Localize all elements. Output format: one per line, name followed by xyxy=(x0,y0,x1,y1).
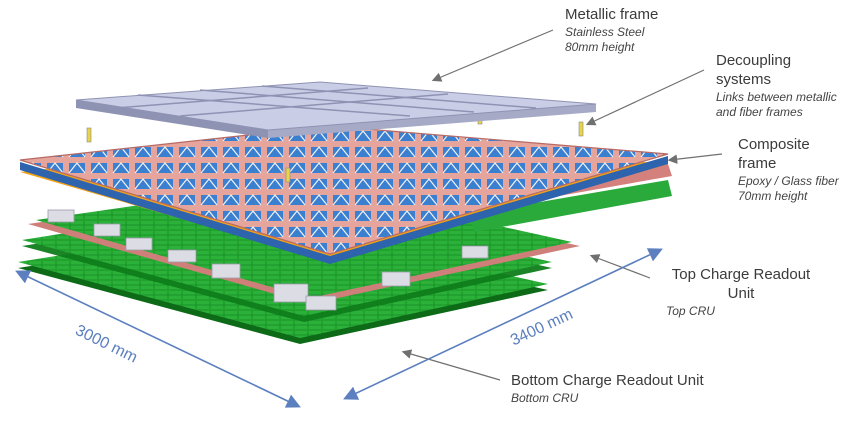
metallic-frame-grid xyxy=(115,85,537,117)
leader-metallic xyxy=(431,29,554,82)
top-cru-sub: Top CRU xyxy=(666,303,715,318)
decoupling-sub2: and fiber frames xyxy=(716,104,803,119)
composite-sub2: 70mm height xyxy=(738,188,808,203)
composite-sub1: Epoxy / Glass fiber xyxy=(738,173,839,188)
top-cru-title1: Top Charge Readout xyxy=(671,266,811,283)
decoupling-title2: systems xyxy=(716,70,772,88)
metallic-frame-side-right xyxy=(268,104,596,138)
leader-composite xyxy=(667,153,723,164)
decoupling-link xyxy=(578,121,584,137)
chip xyxy=(211,263,241,279)
metallic-frame-top xyxy=(75,81,597,131)
composite-frame-top xyxy=(19,125,669,255)
chip xyxy=(305,295,337,311)
metallic-frame xyxy=(75,81,597,138)
label-decoupling: Decoupling systems Links between metalli… xyxy=(716,52,837,120)
dim-arrow-length xyxy=(343,248,663,400)
metallic-sub1: Stainless Steel xyxy=(565,24,645,39)
metallic-frame-side xyxy=(76,100,268,138)
composite-title2: frame xyxy=(738,154,777,172)
composite-frame xyxy=(19,125,669,264)
leader-bottom-cru xyxy=(401,349,501,381)
top-cru-title2: Unit xyxy=(727,284,755,302)
label-metallic-frame: Metallic frame Stainless Steel 80mm heig… xyxy=(565,6,658,55)
chip xyxy=(381,271,411,287)
chip xyxy=(125,237,153,251)
decoupling-title1: Decoupling xyxy=(716,52,792,69)
decoupling-link xyxy=(285,167,291,183)
label-top-cru: Top Charge Readout Unit Top CRU xyxy=(666,266,816,319)
composite-title1: Composite xyxy=(738,136,810,153)
chip xyxy=(167,249,197,263)
bottom-cru-title: Bottom Charge Readout Unit xyxy=(511,372,704,389)
dim-arrow-width xyxy=(15,270,301,408)
composite-frame-side xyxy=(20,162,330,264)
label-bottom-cru: Bottom Charge Readout Unit Bottom CRU xyxy=(511,372,704,406)
metallic-title: Metallic frame xyxy=(565,6,659,23)
metallic-sub2: 80mm height xyxy=(565,39,635,54)
chip xyxy=(93,223,121,237)
chip xyxy=(273,283,309,303)
bottom-cru-sub: Bottom CRU xyxy=(511,390,579,405)
composite-frame-side-right xyxy=(330,156,668,264)
label-composite-frame: Composite frame Epoxy / Glass fiber 70mm… xyxy=(738,136,839,204)
decoupling-sub1: Links between metallic xyxy=(716,89,837,104)
top-cru-right-strip xyxy=(470,180,672,232)
chip xyxy=(461,245,489,259)
leader-decoupling xyxy=(585,69,705,126)
chip xyxy=(47,209,75,223)
dimension-arrows xyxy=(15,248,663,408)
decoupling-link xyxy=(86,127,92,143)
